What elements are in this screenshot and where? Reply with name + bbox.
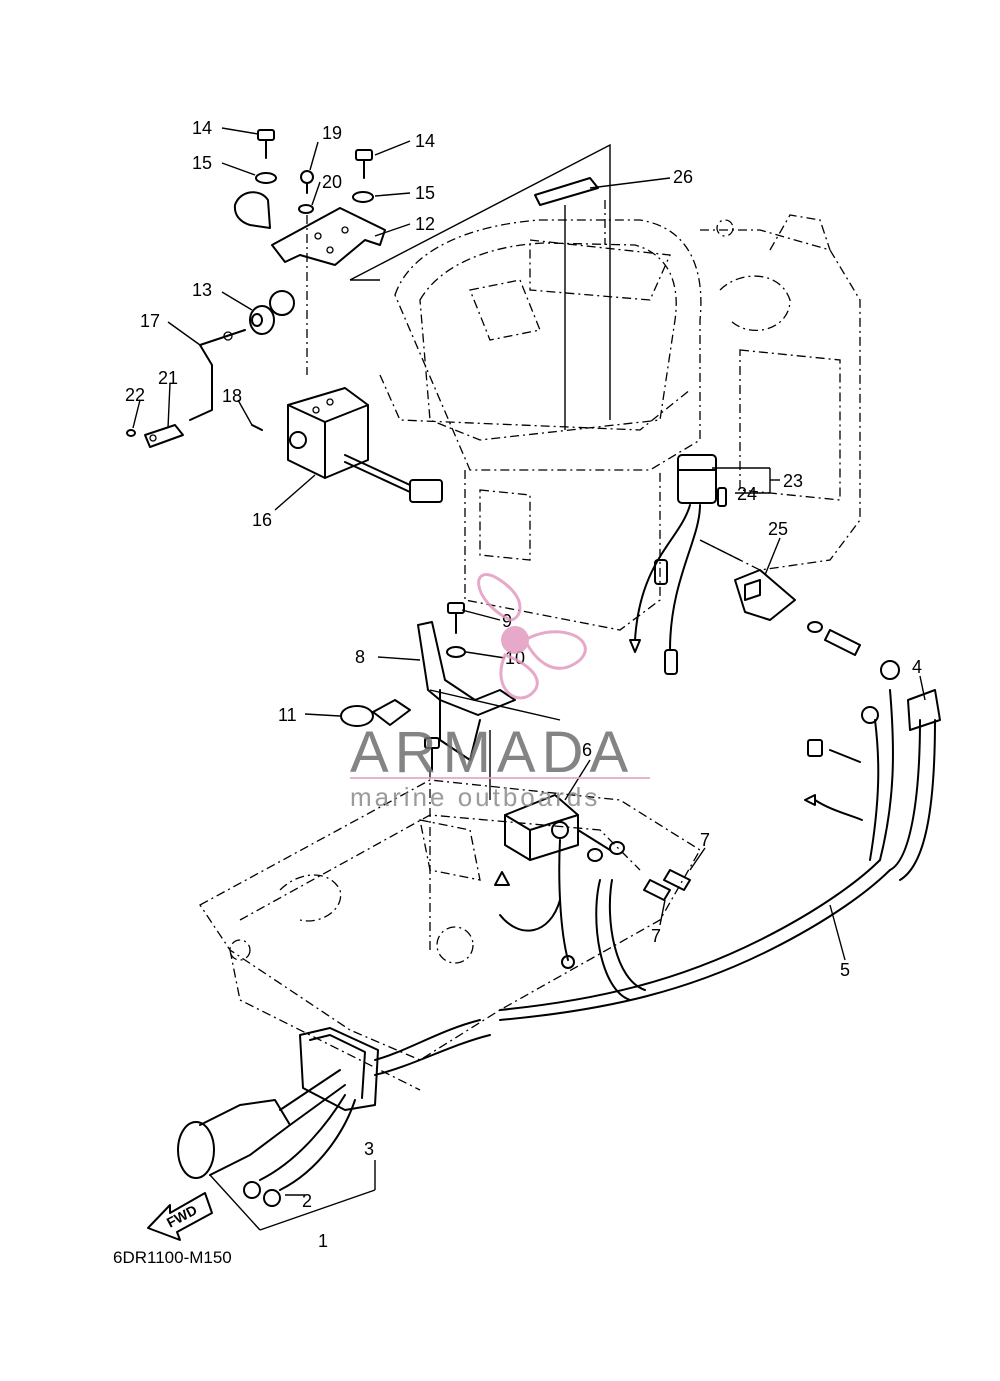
item-26 <box>534 177 606 430</box>
link-rod-17 <box>189 329 246 421</box>
callout-11: 11 <box>278 705 297 725</box>
callout-5: 5 <box>840 960 850 980</box>
terminal-21-22 <box>126 424 184 448</box>
callout-17: 17 <box>140 311 160 331</box>
callout-7-upper: 7 <box>700 830 710 850</box>
callout-3: 3 <box>364 1139 374 1159</box>
bracket-12 <box>271 143 611 420</box>
callout-15-left: 15 <box>192 153 212 173</box>
switch-block-16 <box>251 387 443 503</box>
relay-23 <box>629 454 727 675</box>
callout-16: 16 <box>252 510 272 530</box>
callout-leaders <box>132 127 926 1196</box>
callout-23: 23 <box>783 471 803 491</box>
callout-1: 1 <box>318 1231 328 1251</box>
lower-pan-outline <box>199 779 701 1091</box>
watermark-brand: ARMADA <box>350 720 634 785</box>
callout-21: 21 <box>158 368 178 388</box>
regulator-6 <box>424 730 691 969</box>
callout-6: 6 <box>582 740 592 760</box>
callout-14-right: 14 <box>415 131 435 151</box>
callout-4: 4 <box>912 657 922 677</box>
callout-13: 13 <box>192 280 212 300</box>
callout-26: 26 <box>673 167 693 187</box>
grommet-13 <box>249 290 295 335</box>
callout-25: 25 <box>768 519 788 539</box>
callout-numbers: 14 15 19 20 14 15 12 13 17 21 22 18 16 2… <box>125 118 922 1251</box>
fasteners-top <box>233 129 374 375</box>
bracket-8 <box>340 602 561 761</box>
main-cable-1 <box>177 1019 491 1231</box>
callout-8: 8 <box>355 647 365 667</box>
bracket-25 <box>699 539 861 656</box>
diagram-code: 6DR1100-M150 <box>113 1248 232 1267</box>
fwd-arrow: FWD <box>147 1192 213 1241</box>
callout-18: 18 <box>222 386 242 406</box>
propeller-logo-icon <box>477 573 587 700</box>
callout-19: 19 <box>322 123 342 143</box>
callout-12: 12 <box>415 214 435 234</box>
callout-24: 24 <box>737 484 757 504</box>
armada-watermark: ARMADA marine outboards <box>350 573 650 812</box>
callout-15-right: 15 <box>415 183 435 203</box>
callout-14-left: 14 <box>192 118 212 138</box>
callout-9: 9 <box>502 611 512 631</box>
watermark-tagline: marine outboards <box>350 782 600 812</box>
callout-20: 20 <box>322 172 342 192</box>
callout-2: 2 <box>302 1191 312 1211</box>
engine-block-outline <box>379 214 861 631</box>
callout-7-lower: 7 <box>651 926 661 946</box>
callout-22: 22 <box>125 385 145 405</box>
wire-harness-5 <box>499 660 941 1021</box>
